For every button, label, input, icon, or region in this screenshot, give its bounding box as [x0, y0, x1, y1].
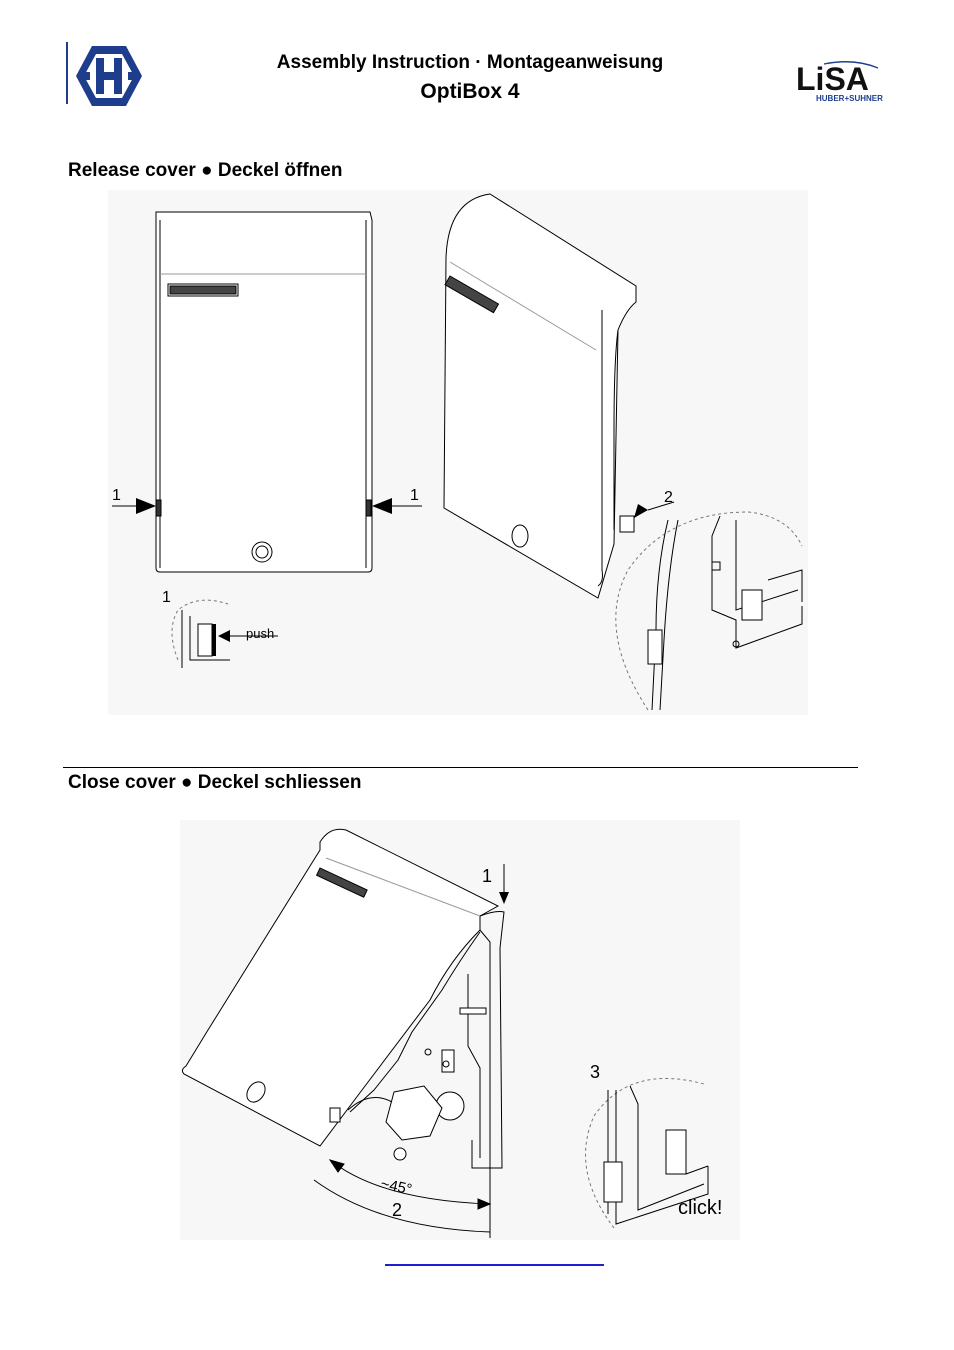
push-detail-view: 1 push	[162, 589, 278, 668]
optibox-open-cover	[181, 828, 505, 1169]
click-label: click!	[678, 1197, 722, 1219]
optibox-front-view	[155, 211, 373, 573]
lisa-logo-icon: LiSA HUBER+SUHNER	[794, 60, 886, 106]
huber-suhner-logo-icon	[76, 44, 142, 108]
lisa-logo-text: LiSA	[796, 61, 869, 96]
angle-indicator: ~45° 2	[313, 1159, 492, 1238]
left-marker-label: 1	[112, 487, 121, 504]
top-marker-label: 1	[482, 866, 492, 886]
footer-link-underline[interactable]	[385, 1264, 604, 1266]
product-name: OptiBox 4	[420, 80, 520, 103]
detail-3-label: 3	[590, 1062, 600, 1082]
close-top-marker: 1	[482, 864, 509, 904]
header-accent-line	[66, 42, 68, 104]
magnified-latch-detail	[615, 511, 803, 711]
click-detail-view: 3 click!	[585, 1062, 722, 1229]
section-divider	[63, 767, 858, 768]
push-label: push	[246, 626, 274, 641]
angle-label: ~45°	[379, 1175, 413, 1198]
detail-marker-label: 1	[162, 589, 171, 606]
lisa-logo-subtitle: HUBER+SUHNER	[816, 94, 883, 103]
document-title: Assembly Instruction · Montageanweisung	[276, 52, 664, 73]
section-title-release-cover: Release cover ● Deckel öffnen	[68, 160, 343, 181]
optibox-perspective-view	[443, 193, 637, 599]
close-cover-illustration: 1 ~45° 2 3 click!	[180, 820, 740, 1240]
side-release-marker: 2	[634, 489, 675, 518]
release-cover-illustration: 1 1 1 push	[108, 190, 808, 715]
left-release-marker: 1	[112, 487, 156, 514]
right-release-marker: 1	[372, 487, 422, 514]
section-title-close-cover: Close cover ● Deckel schliessen	[68, 772, 362, 793]
side-marker-label: 2	[664, 489, 673, 506]
right-marker-label: 1	[410, 487, 419, 504]
arc-marker-label: 2	[392, 1200, 402, 1220]
